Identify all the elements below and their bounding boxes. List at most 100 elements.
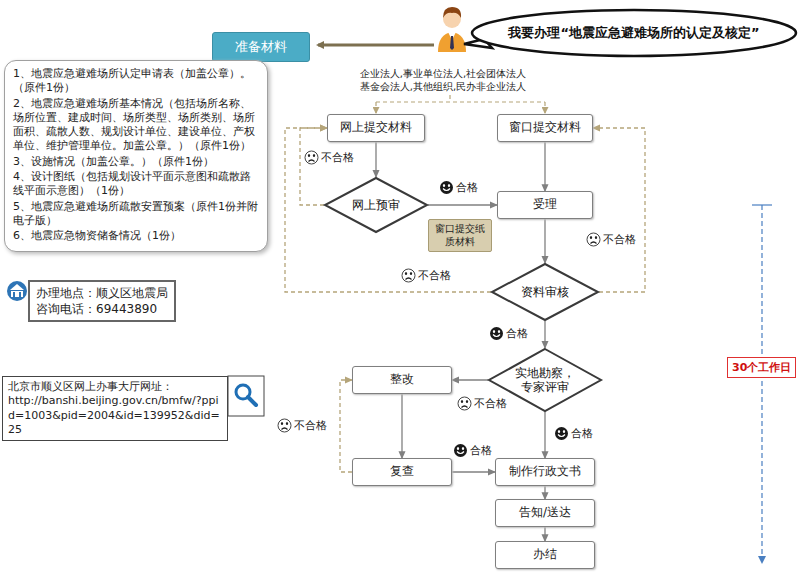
node-text: 咨询电话：69443890	[36, 301, 168, 317]
edge-label: 合格	[488, 326, 529, 341]
node-text: 制作行政文书	[500, 464, 590, 480]
edge-label-text: 不合格	[474, 396, 507, 411]
happy-face	[439, 180, 454, 195]
applicant-note: 企业法人,事业单位法人,社会团体法人 基金会法人,其他组织,民办非企业法人	[358, 68, 528, 93]
edge-label-text: 合格	[470, 443, 492, 458]
flow-connector	[544, 412, 545, 458]
node-text: 1、地震应急避难场所认定申请表（加盖公章）。（原件1份）	[13, 67, 259, 96]
sad-face	[277, 418, 292, 433]
process-box: 受理	[497, 191, 593, 219]
face-eye	[308, 154, 310, 157]
edge-label: 合格	[438, 180, 479, 195]
face-eye	[281, 422, 283, 425]
note-box: 窗口提交纸质材料	[428, 219, 492, 252]
process-box: 办结	[495, 541, 595, 569]
node-text: 3、设施情况（加盖公章。）（原件1份）	[13, 155, 259, 169]
edge-label: 不合格	[276, 418, 328, 433]
decision-diamond: 资料审核	[491, 263, 599, 321]
url-box: 北京市顺义区网上办事大厅网址：http://banshi.beijing.gov…	[2, 376, 228, 441]
node-text: 6、地震应急物资储备情况（1份）	[13, 229, 259, 243]
happy-face	[554, 426, 569, 441]
flow-connector	[401, 394, 402, 458]
edge-label: 不合格	[400, 268, 452, 283]
node-text: 网上预审	[352, 198, 400, 212]
flow-connector	[285, 128, 491, 292]
edge-label-text: 不合格	[603, 232, 636, 247]
edge-label-text: 合格	[456, 180, 478, 195]
face-circle	[440, 181, 453, 194]
flow-connector	[544, 486, 545, 499]
flow-connector	[340, 380, 352, 472]
node-text: 告知/送达	[500, 505, 590, 521]
face-mouth	[282, 428, 288, 430]
edge-label-text: 不合格	[294, 418, 327, 433]
process-box: 告知/送达	[495, 499, 595, 527]
edge-label-text: 合格	[571, 426, 593, 441]
node-text: 准备材料	[218, 38, 304, 56]
face-eye	[558, 430, 560, 433]
node-text: 4、设计图纸（包括规划设计平面示意图和疏散路线平面示意图）（1份）	[13, 170, 259, 199]
search-icon	[228, 376, 264, 416]
node-text: 复查	[357, 464, 447, 480]
node-text: 办理地点：顺义区地震局	[36, 285, 168, 301]
face-circle	[305, 151, 318, 164]
process-box: 整改	[352, 366, 452, 394]
diamond-shape	[325, 178, 427, 232]
face-eye	[410, 272, 412, 275]
face-mouth	[309, 160, 315, 162]
face-eye	[443, 184, 445, 187]
flow-connector	[452, 471, 495, 472]
section-header: 准备材料	[212, 32, 310, 62]
face-eye	[405, 272, 407, 275]
face-mouth	[591, 242, 597, 244]
face-circle	[458, 397, 471, 410]
node-text: 2、地震应急避难场所基本情况（包括场所名称、场所位置、建成时间、场所类型、场所类…	[13, 97, 259, 154]
happy-face	[489, 326, 504, 341]
edge-label: 合格	[553, 426, 594, 441]
face-mouth	[558, 435, 565, 437]
flow-connector	[544, 142, 545, 191]
face-eye	[457, 447, 459, 450]
sad-face	[586, 232, 601, 247]
diamond-shape	[492, 264, 598, 320]
face-mouth	[457, 452, 464, 454]
face-eye	[448, 184, 450, 187]
face-eye	[461, 400, 463, 403]
process-box: 制作行政文书	[495, 458, 595, 486]
time-span-line	[752, 205, 772, 562]
node-text: 窗口提交材料	[502, 120, 588, 136]
face-eye	[466, 400, 468, 403]
process-box: 窗口提交材料	[497, 114, 593, 142]
flow-connector	[452, 379, 488, 380]
node-text: 受理	[502, 197, 588, 213]
face-circle	[402, 269, 415, 282]
sad-face	[401, 268, 416, 283]
face-eye	[313, 154, 315, 157]
face-eye	[590, 236, 592, 239]
edge-label: 不合格	[456, 396, 508, 411]
face-eye	[462, 447, 464, 450]
bubble-shape	[472, 10, 796, 56]
flow-connector	[544, 527, 545, 541]
flow-connector	[544, 219, 545, 263]
node-text: 整改	[357, 372, 447, 388]
person-icon	[438, 7, 466, 52]
decision-diamond: 网上预审	[324, 177, 428, 233]
face-circle	[555, 427, 568, 440]
edge-label: 合格	[452, 443, 493, 458]
node-text: 30个工作日	[732, 360, 791, 375]
flow-connector	[300, 128, 327, 205]
edge-label: 不合格	[303, 150, 355, 165]
edge-label-text: 不合格	[321, 150, 354, 165]
flow-connector	[544, 321, 545, 348]
flow-connector	[428, 204, 497, 205]
face-eye	[563, 430, 565, 433]
flow-connector	[375, 142, 376, 177]
material-list: 1、地震应急避难场所认定申请表（加盖公章）。（原件1份）2、地震应急避难场所基本…	[4, 60, 268, 252]
node-text: 办结	[500, 547, 590, 563]
edge-label: 不合格	[585, 232, 637, 247]
edge-label-text: 不合格	[418, 268, 451, 283]
face-circle	[587, 233, 600, 246]
node-text: 5、地震应急避难场所疏散安置预案（原件1份并附电子版）	[13, 200, 259, 229]
